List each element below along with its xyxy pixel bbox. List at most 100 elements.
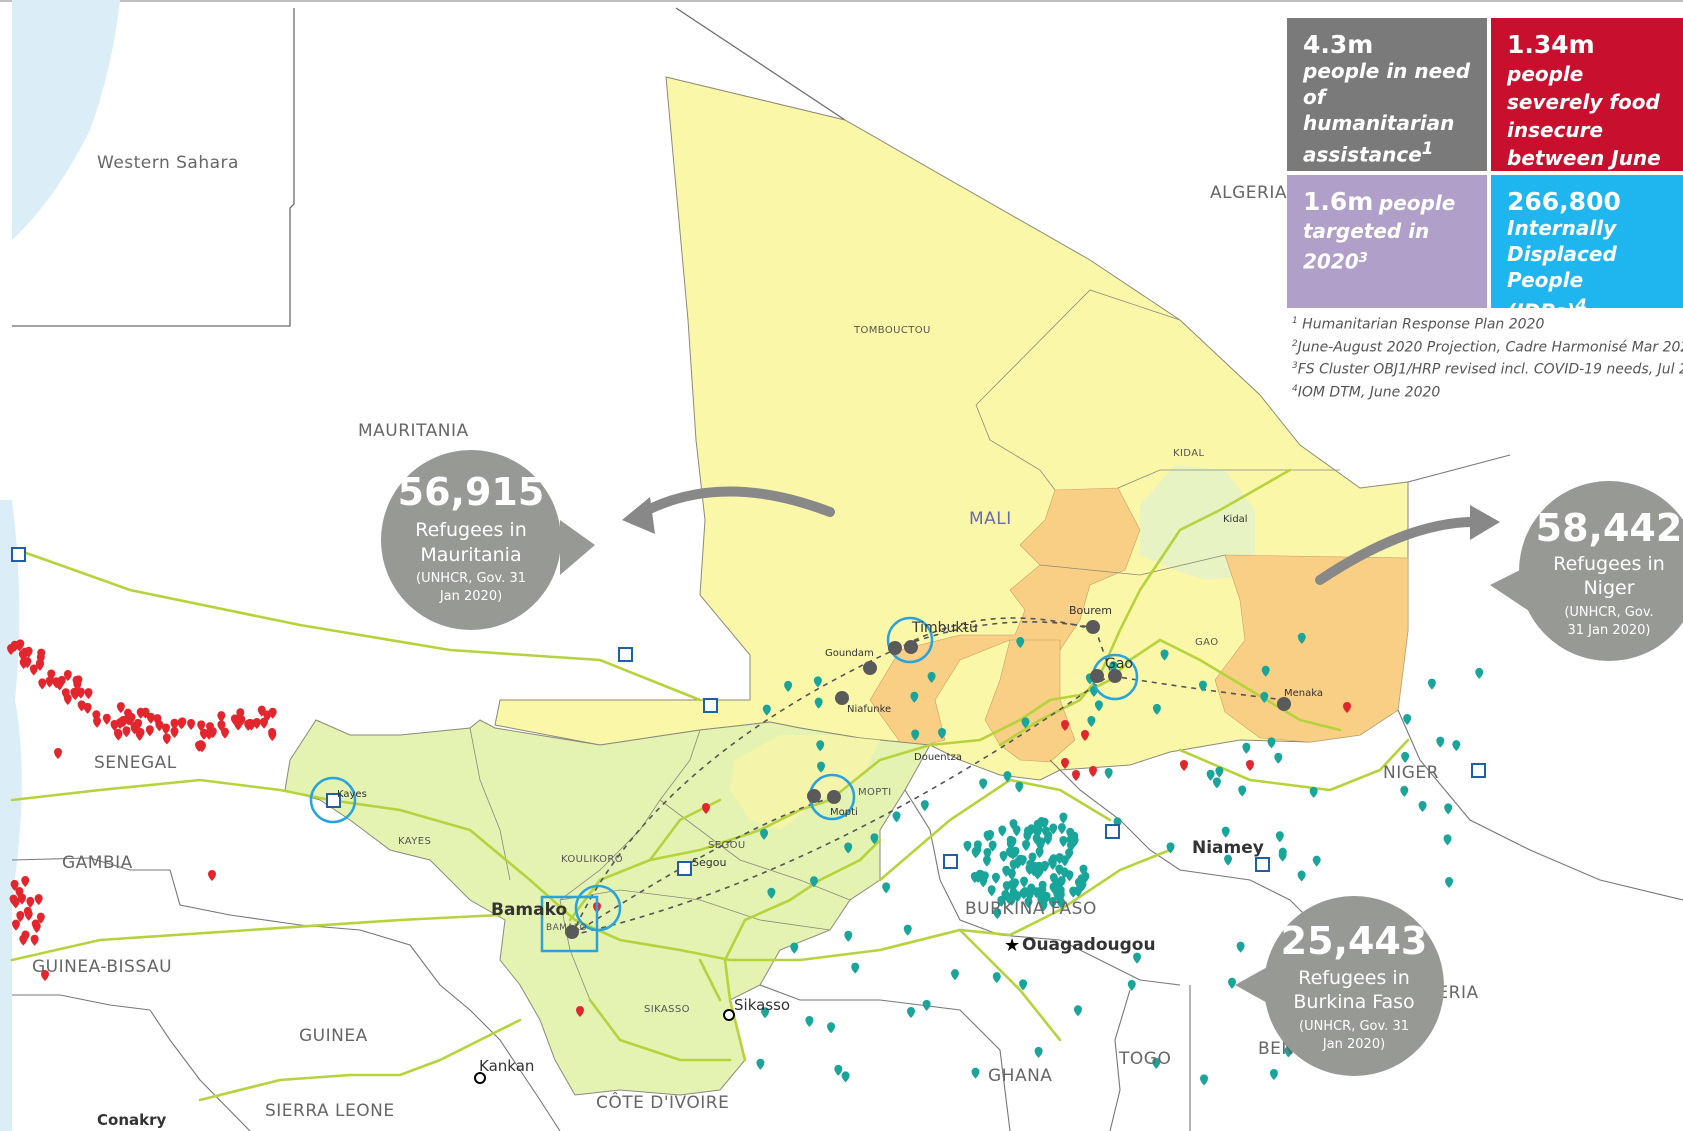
incident-marker <box>83 702 92 714</box>
conflict-zone-east <box>1214 554 1409 743</box>
kpi-food-insecure-number: 1.34m <box>1507 30 1595 59</box>
incident-marker <box>1081 730 1089 741</box>
idp-marker <box>1041 860 1050 872</box>
idp-marker <box>982 855 991 867</box>
region-label-koulikoro: KOULIKORO <box>561 854 623 865</box>
algeria-border-north <box>675 7 846 121</box>
country-label-sierra-leone: SIERRA LEONE <box>265 1101 395 1121</box>
idp-marker <box>1037 837 1046 849</box>
idp-marker <box>1027 824 1036 836</box>
idp-marker <box>1034 825 1043 837</box>
town-label-kidal: Kidal <box>1223 514 1248 525</box>
idp-marker <box>834 1064 843 1076</box>
kpi-food-insecure: 1.34m people severely food insecure betw… <box>1491 18 1683 171</box>
region-label-kayes: KAYES <box>398 836 431 847</box>
idp-marker <box>1297 632 1306 644</box>
idp-marker <box>1269 1068 1278 1080</box>
kpi-idps-text: Internally Displaced People (IDPs) <box>1507 216 1617 308</box>
incident-marker <box>247 719 256 731</box>
incident-marker <box>41 970 49 981</box>
incident-marker <box>208 870 216 881</box>
idp-marker <box>1022 839 1031 851</box>
idp-marker <box>1443 834 1452 846</box>
incident-marker <box>18 649 27 661</box>
town-label-conakry: Conakry <box>97 1111 166 1129</box>
incident-marker <box>24 646 33 658</box>
kpi-people-in-need-number: 4.3m <box>1303 30 1374 59</box>
incident-marker <box>9 894 18 906</box>
town-label-sikasso: Sikasso <box>734 996 790 1014</box>
incident-marker <box>113 728 122 740</box>
idp-marker <box>1403 714 1412 726</box>
incident-marker <box>23 906 32 918</box>
idp-marker <box>993 908 1002 920</box>
incident-marker <box>116 718 125 730</box>
idp-marker <box>1035 847 1044 859</box>
airport-icons <box>565 620 1291 939</box>
idp-marker <box>1236 941 1245 953</box>
idp-marker <box>882 882 891 894</box>
country-label-guinea-bissau: GUINEA-BISSAU <box>32 957 172 977</box>
city-label-niamey: Niamey <box>1192 838 1264 858</box>
footnote-3-number: 3 <box>1292 361 1298 372</box>
incident-marker <box>1180 760 1188 771</box>
incident-marker <box>217 711 226 723</box>
country-label-niger: NIGER <box>1383 763 1439 783</box>
country-label-mali: MALI <box>969 509 1012 529</box>
kankan-dot <box>474 1072 486 1084</box>
idp-marker <box>1418 801 1427 813</box>
idp-marker <box>1008 848 1017 860</box>
kpi-food-insecure-text: people severely food insecure between Ju… <box>1507 62 1661 170</box>
incident-marker <box>45 676 54 688</box>
incident-marker <box>124 714 133 726</box>
incident-marker <box>21 930 30 942</box>
bubble-mauritania-number: 56,915 <box>398 470 545 514</box>
idp-marker <box>1009 859 1018 871</box>
conflict-zone-west <box>984 639 1076 763</box>
incident-marker <box>77 700 86 712</box>
idp-marker <box>1065 870 1074 882</box>
kpi-people-in-need-note: 1 <box>1421 139 1434 158</box>
idp-markers <box>756 632 1484 1086</box>
incident-marker <box>23 657 32 669</box>
incident-marker <box>220 727 229 739</box>
bubble-mauritania-source1: (UNHCR, Gov. 31 <box>416 571 526 586</box>
footnote-1: 1 Humanitarian Response Plan 2020 <box>1292 312 1683 335</box>
idp-marker <box>1206 769 1215 781</box>
idp-marker <box>1224 854 1233 866</box>
footnote-4-number: 4 <box>1292 383 1298 394</box>
bubble-burkina-faso: 25,443 Refugees in Burkina Faso (UNHCR, … <box>1235 896 1444 1076</box>
idp-marker <box>1278 850 1287 862</box>
western-sahara-border <box>12 8 295 327</box>
air-routes <box>571 617 1286 936</box>
region-borders <box>469 289 1340 1001</box>
idp-marker <box>988 840 997 852</box>
idp-marker <box>1049 823 1058 835</box>
idp-marker <box>1094 700 1103 712</box>
incident-marker <box>34 894 43 906</box>
idp-marker <box>1436 736 1445 748</box>
incident-marker <box>92 710 101 722</box>
idp-marker <box>1009 878 1018 890</box>
town-label-goundam: Goundam <box>825 648 874 659</box>
idp-marker <box>1055 853 1064 865</box>
incident-marker <box>15 887 24 899</box>
idp-marker <box>999 850 1008 862</box>
idp-marker <box>1261 665 1270 677</box>
incident-marker <box>1072 770 1080 781</box>
idp-marker <box>1049 873 1058 885</box>
idp-marker <box>1057 823 1066 835</box>
idp-marker <box>979 778 988 790</box>
incident-marker <box>32 922 41 934</box>
bubble-burkina-source1: (UNHCR, Gov. 31 <box>1299 1019 1409 1034</box>
incident-marker <box>177 718 186 730</box>
idp-marker <box>1275 831 1284 843</box>
ocean-west <box>0 500 22 1131</box>
bubble-niger-number: 58,442 <box>1536 506 1683 550</box>
idp-marker <box>991 872 1000 884</box>
bubble-burkina-source2: Jan 2020) <box>1322 1037 1385 1052</box>
idp-marker <box>827 1022 836 1034</box>
arrow-head-mauritania <box>622 497 655 534</box>
arrow-head-niger <box>1470 505 1500 540</box>
idp-marker <box>1059 835 1068 847</box>
